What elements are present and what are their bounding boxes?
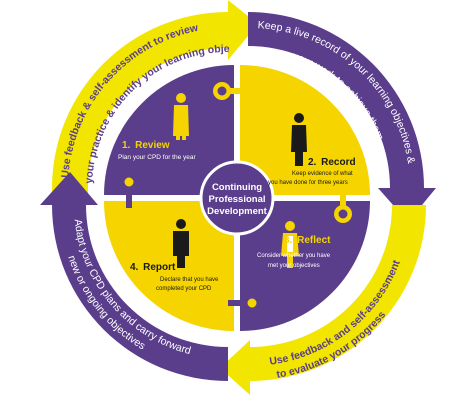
puzzle-knob-top: [213, 82, 246, 100]
center-circle: [199, 160, 275, 236]
person-figure-icon: [281, 221, 299, 268]
center-title-line3: Development: [207, 206, 267, 217]
quadrant-report: [104, 201, 234, 331]
center-title-line1: Continuing: [212, 182, 262, 193]
review-desc: Plan your CPD for the year: [118, 154, 197, 161]
person-figure-icon: [173, 93, 189, 140]
puzzle-knob-bottom: [228, 294, 261, 312]
report-desc-line1: Declare that you have: [160, 277, 219, 283]
arrow-bottom-right: [220, 205, 426, 395]
reflect-desc-line1: Consider whether you have: [257, 253, 331, 259]
record-desc-line1: Keep evidence of what: [292, 171, 353, 177]
puzzle-knob-left: [120, 173, 138, 208]
record-heading: 2. Record: [308, 157, 356, 168]
person-figure-icon: [291, 113, 307, 166]
reflect-heading: 3. Reflect: [284, 235, 331, 246]
report-heading: 4. Report: [130, 262, 176, 273]
quadrant-reflect: [240, 201, 370, 331]
report-desc-line2: completed your CPD: [156, 286, 212, 292]
arrow-bottom-left: [40, 172, 228, 381]
reflect-desc-line2: met your objectives: [268, 263, 320, 269]
record-desc-line2: you have done for three years: [268, 180, 348, 186]
person-figure-icon: [173, 219, 189, 268]
quadrant-review: [104, 65, 234, 195]
center-title-line2: Professional: [208, 194, 265, 205]
review-heading: 1. Review: [122, 140, 170, 151]
puzzle-knob-right: [334, 186, 352, 223]
arrow-top-right: [248, 12, 436, 222]
